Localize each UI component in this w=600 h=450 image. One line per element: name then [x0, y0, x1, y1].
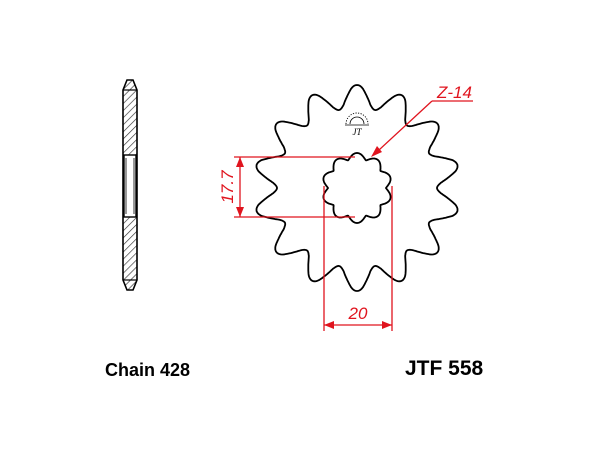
width-dimension-label: 20: [348, 304, 368, 323]
height-dimension-label: 17.7: [218, 170, 237, 204]
side-view-hub-slot: [123, 154, 137, 218]
teeth-count-dimension: Z-14: [371, 83, 473, 157]
teeth-count-label: Z-14: [436, 83, 472, 102]
height-dimension: 17.7: [218, 156, 355, 218]
jt-logo: JT: [345, 112, 369, 137]
jt-logo-text: JT: [353, 127, 363, 137]
chain-size-label: Chain 428: [105, 360, 191, 380]
width-dimension: 20: [323, 186, 393, 331]
part-number: JTF 558: [405, 357, 484, 380]
spline-bore: [322, 152, 392, 224]
side-view: [122, 79, 138, 291]
sprocket-outline: [255, 84, 459, 292]
